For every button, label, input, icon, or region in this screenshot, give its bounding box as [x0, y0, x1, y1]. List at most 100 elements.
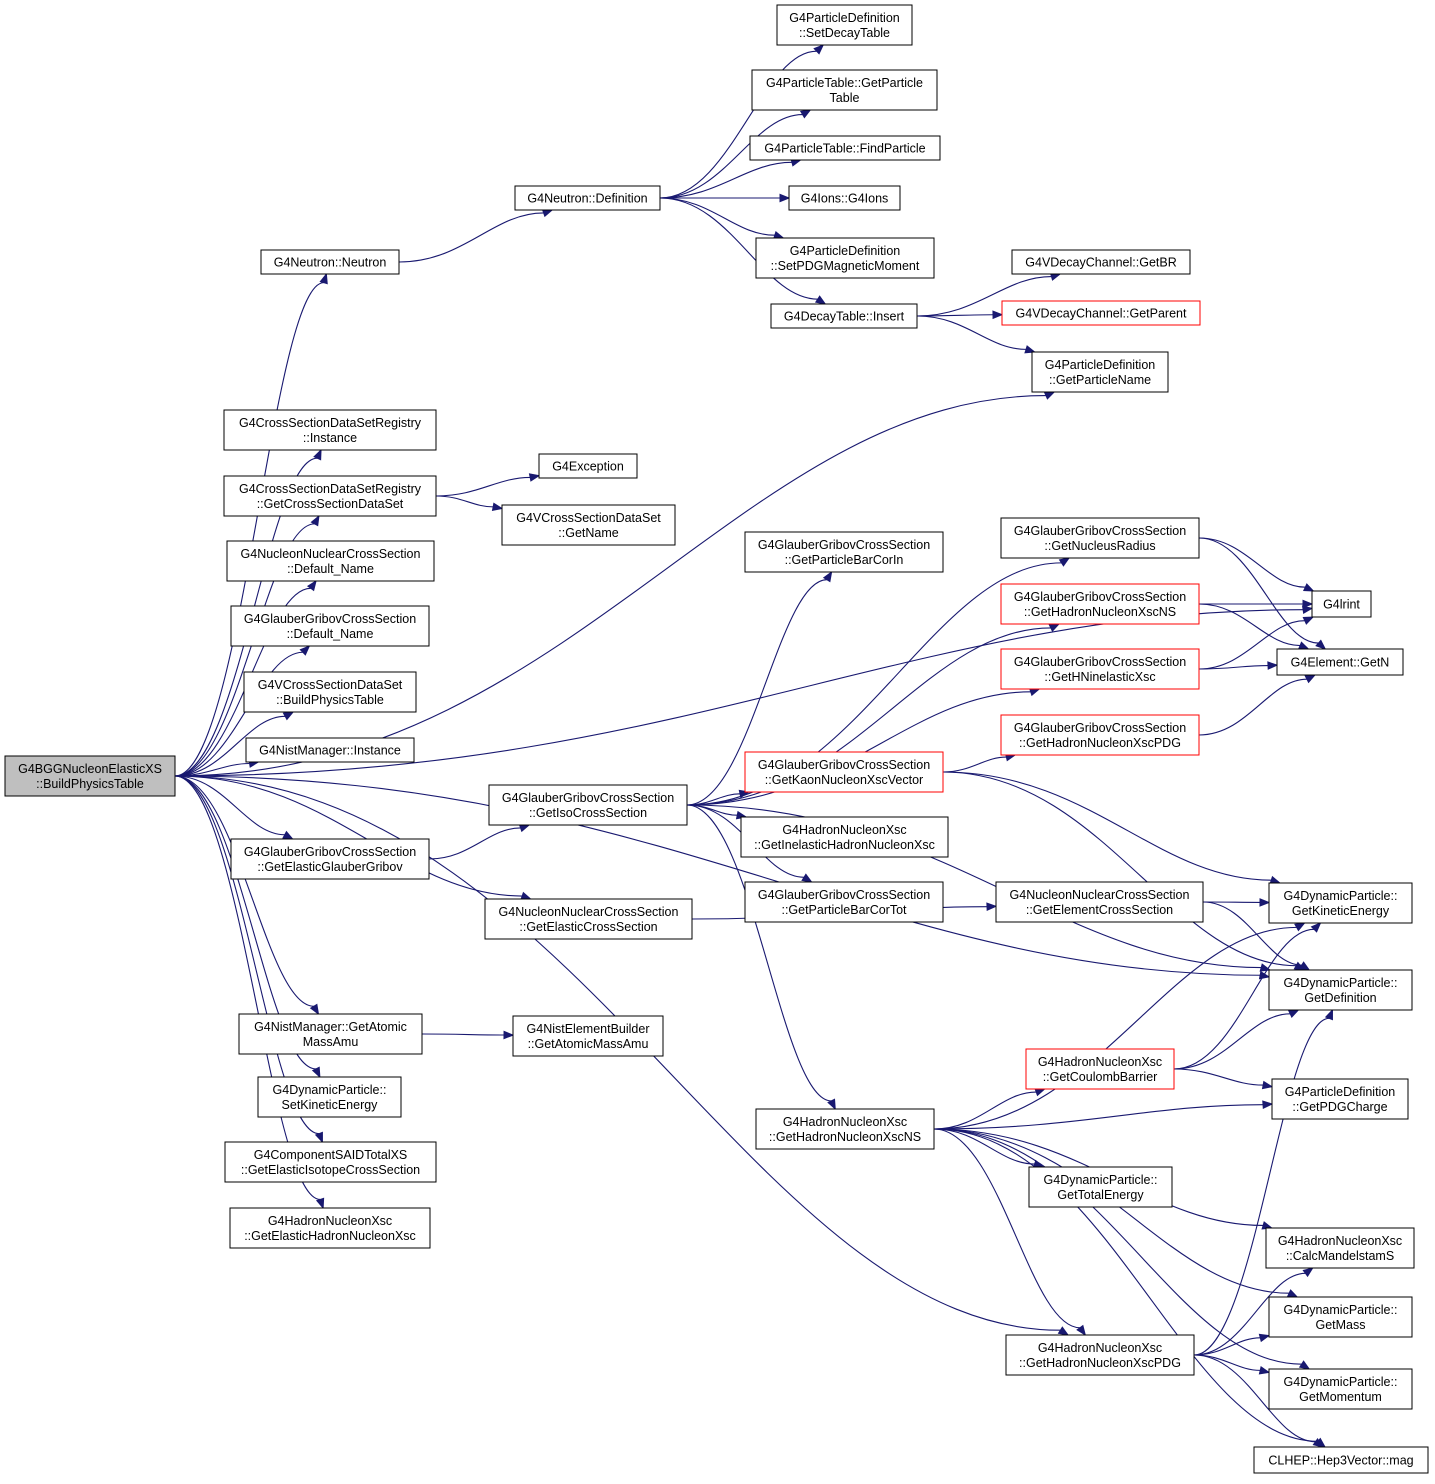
- node-hnx_inel[interactable]: G4HadronNucleonXsc::GetInelasticHadronNu…: [740, 816, 949, 858]
- node-vcs_getname[interactable]: G4VCrossSectionDataSet::GetName: [501, 504, 676, 546]
- node-lrint[interactable]: G4lrint: [1311, 590, 1372, 618]
- node-box[interactable]: [538, 453, 638, 479]
- node-box[interactable]: [1028, 1166, 1173, 1208]
- node-box[interactable]: [238, 1013, 423, 1055]
- node-box[interactable]: [1268, 882, 1413, 924]
- node-box[interactable]: [1005, 1334, 1195, 1376]
- node-box[interactable]: [243, 671, 417, 713]
- node-box[interactable]: [1025, 1048, 1175, 1090]
- node-box[interactable]: [776, 4, 913, 46]
- node-box[interactable]: [1271, 1078, 1409, 1120]
- node-box[interactable]: [1000, 648, 1200, 690]
- node-box[interactable]: [257, 1076, 402, 1118]
- node-box[interactable]: [4, 755, 176, 797]
- node-ggcs_elastic[interactable]: G4GlauberGribovCrossSection::GetElasticG…: [230, 838, 430, 880]
- node-box[interactable]: [740, 816, 949, 858]
- node-exception[interactable]: G4Exception: [538, 453, 638, 479]
- node-box[interactable]: [488, 784, 688, 826]
- node-box[interactable]: [744, 881, 944, 923]
- node-box[interactable]: [1268, 1296, 1413, 1338]
- node-box[interactable]: [1268, 969, 1413, 1011]
- node-box[interactable]: [224, 1141, 437, 1183]
- node-dt_insert[interactable]: G4DecayTable::Insert: [770, 303, 918, 329]
- node-box[interactable]: [744, 531, 944, 573]
- node-ggcs_hnxsns[interactable]: G4GlauberGribovCrossSection::GetHadronNu…: [1000, 583, 1200, 625]
- node-box[interactable]: [223, 475, 437, 517]
- node-box[interactable]: [1001, 300, 1201, 326]
- node-ggcs_barcortot[interactable]: G4GlauberGribovCrossSection::GetParticle…: [744, 881, 944, 923]
- node-dp_momentum[interactable]: G4DynamicParticle::GetMomentum: [1268, 1368, 1413, 1410]
- node-pd_setpdg[interactable]: G4ParticleDefinition::SetPDGMagneticMome…: [755, 237, 935, 279]
- node-box[interactable]: [1253, 1446, 1429, 1474]
- node-ggcs_hninel[interactable]: G4GlauberGribovCrossSection::GetHNinelas…: [1000, 648, 1200, 690]
- node-box[interactable]: [1031, 351, 1169, 393]
- node-box[interactable]: [226, 540, 435, 582]
- node-nncs_elastic[interactable]: G4NucleonNuclearCrossSection::GetElastic…: [484, 898, 693, 940]
- node-ggcs_barcorin[interactable]: G4GlauberGribovCrossSection::GetParticle…: [744, 531, 944, 573]
- node-neutron_def[interactable]: G4Neutron::Definition: [514, 185, 661, 211]
- node-box[interactable]: [1265, 1227, 1415, 1269]
- node-box[interactable]: [230, 605, 430, 647]
- node-box[interactable]: [229, 1207, 431, 1249]
- node-vdc_getbr[interactable]: G4VDecayChannel::GetBR: [1011, 249, 1191, 275]
- node-box[interactable]: [770, 303, 918, 329]
- node-box[interactable]: [260, 249, 400, 275]
- node-pt_find[interactable]: G4ParticleTable::FindParticle: [749, 135, 941, 161]
- node-ggcs_hnxspdg[interactable]: G4GlauberGribovCrossSection::GetHadronNu…: [1000, 714, 1200, 756]
- node-box[interactable]: [1276, 648, 1404, 676]
- node-nist_mass[interactable]: G4NistManager::GetAtomicMassAmu: [238, 1013, 423, 1055]
- node-box[interactable]: [1011, 249, 1191, 275]
- node-box[interactable]: [514, 185, 661, 211]
- node-pd_getname[interactable]: G4ParticleDefinition::GetParticleName: [1031, 351, 1169, 393]
- node-csreg_get[interactable]: G4CrossSectionDataSetRegistry::GetCrossS…: [223, 475, 437, 517]
- node-vcs_build[interactable]: G4VCrossSectionDataSet::BuildPhysicsTabl…: [243, 671, 417, 713]
- node-dp_mass[interactable]: G4DynamicParticle::GetMass: [1268, 1296, 1413, 1338]
- node-hep_mag[interactable]: CLHEP::Hep3Vector::mag: [1253, 1446, 1429, 1474]
- node-box[interactable]: [1000, 714, 1200, 756]
- node-dp_totale[interactable]: G4DynamicParticle::GetTotalEnergy: [1028, 1166, 1173, 1208]
- node-neutron[interactable]: G4Neutron::Neutron: [260, 249, 400, 275]
- node-nncs_defname[interactable]: G4NucleonNuclearCrossSection::Default_Na…: [226, 540, 435, 582]
- node-ggcs_iso[interactable]: G4GlauberGribovCrossSection::GetIsoCross…: [488, 784, 688, 826]
- node-box[interactable]: [230, 838, 430, 880]
- node-vdc_getparent[interactable]: G4VDecayChannel::GetParent: [1001, 300, 1201, 326]
- node-box[interactable]: [1000, 583, 1200, 625]
- node-ggcs_kaon[interactable]: G4GlauberGribovCrossSection::GetKaonNucl…: [744, 751, 944, 793]
- node-box[interactable]: [788, 185, 901, 211]
- node-root[interactable]: G4BGGNucleonElasticXS::BuildPhysicsTable: [4, 755, 176, 797]
- node-box[interactable]: [744, 751, 944, 793]
- node-box[interactable]: [484, 898, 693, 940]
- node-box[interactable]: [755, 1108, 935, 1150]
- node-hnx_pdg[interactable]: G4HadronNucleonXsc::GetHadronNucleonXscP…: [1005, 1334, 1195, 1376]
- node-ions[interactable]: G4Ions::G4Ions: [788, 185, 901, 211]
- node-said[interactable]: G4ComponentSAIDTotalXS::GetElasticIsotop…: [224, 1141, 437, 1183]
- node-dp_setke[interactable]: G4DynamicParticle::SetKineticEnergy: [257, 1076, 402, 1118]
- node-box[interactable]: [1268, 1368, 1413, 1410]
- node-dp_getdef[interactable]: G4DynamicParticle::GetDefinition: [1268, 969, 1413, 1011]
- node-box[interactable]: [512, 1015, 664, 1057]
- node-box[interactable]: [245, 737, 415, 763]
- node-dp_getke[interactable]: G4DynamicParticle::GetKineticEnergy: [1268, 882, 1413, 924]
- node-hnx_coulomb[interactable]: G4HadronNucleonXsc::GetCoulombBarrier: [1025, 1048, 1175, 1090]
- node-elem_getn[interactable]: G4Element::GetN: [1276, 648, 1404, 676]
- node-hnx_ns[interactable]: G4HadronNucleonXsc::GetHadronNucleonXscN…: [755, 1108, 935, 1150]
- node-box[interactable]: [995, 881, 1204, 923]
- node-box[interactable]: [749, 135, 941, 161]
- node-ggcs_defname[interactable]: G4GlauberGribovCrossSection::Default_Nam…: [230, 605, 430, 647]
- node-box[interactable]: [1311, 590, 1372, 618]
- node-box[interactable]: [501, 504, 676, 546]
- node-neb_mass[interactable]: G4NistElementBuilder::GetAtomicMassAmu: [512, 1015, 664, 1057]
- node-ggcs_radius[interactable]: G4GlauberGribovCrossSection::GetNucleusR…: [1000, 517, 1200, 559]
- node-box[interactable]: [1000, 517, 1200, 559]
- node-nncs_element[interactable]: G4NucleonNuclearCrossSection::GetElement…: [995, 881, 1204, 923]
- node-nist_inst[interactable]: G4NistManager::Instance: [245, 737, 415, 763]
- node-box[interactable]: [751, 69, 938, 111]
- node-pd_pdgcharge[interactable]: G4ParticleDefinition::GetPDGCharge: [1271, 1078, 1409, 1120]
- node-csreg_inst[interactable]: G4CrossSectionDataSetRegistry::Instance: [223, 409, 437, 451]
- node-pd_setdecay[interactable]: G4ParticleDefinition::SetDecayTable: [776, 4, 913, 46]
- node-box[interactable]: [223, 409, 437, 451]
- node-hnx_elastic[interactable]: G4HadronNucleonXsc::GetElasticHadronNucl…: [229, 1207, 431, 1249]
- node-hnx_mandel[interactable]: G4HadronNucleonXsc::CalcMandelstamS: [1265, 1227, 1415, 1269]
- node-box[interactable]: [755, 237, 935, 279]
